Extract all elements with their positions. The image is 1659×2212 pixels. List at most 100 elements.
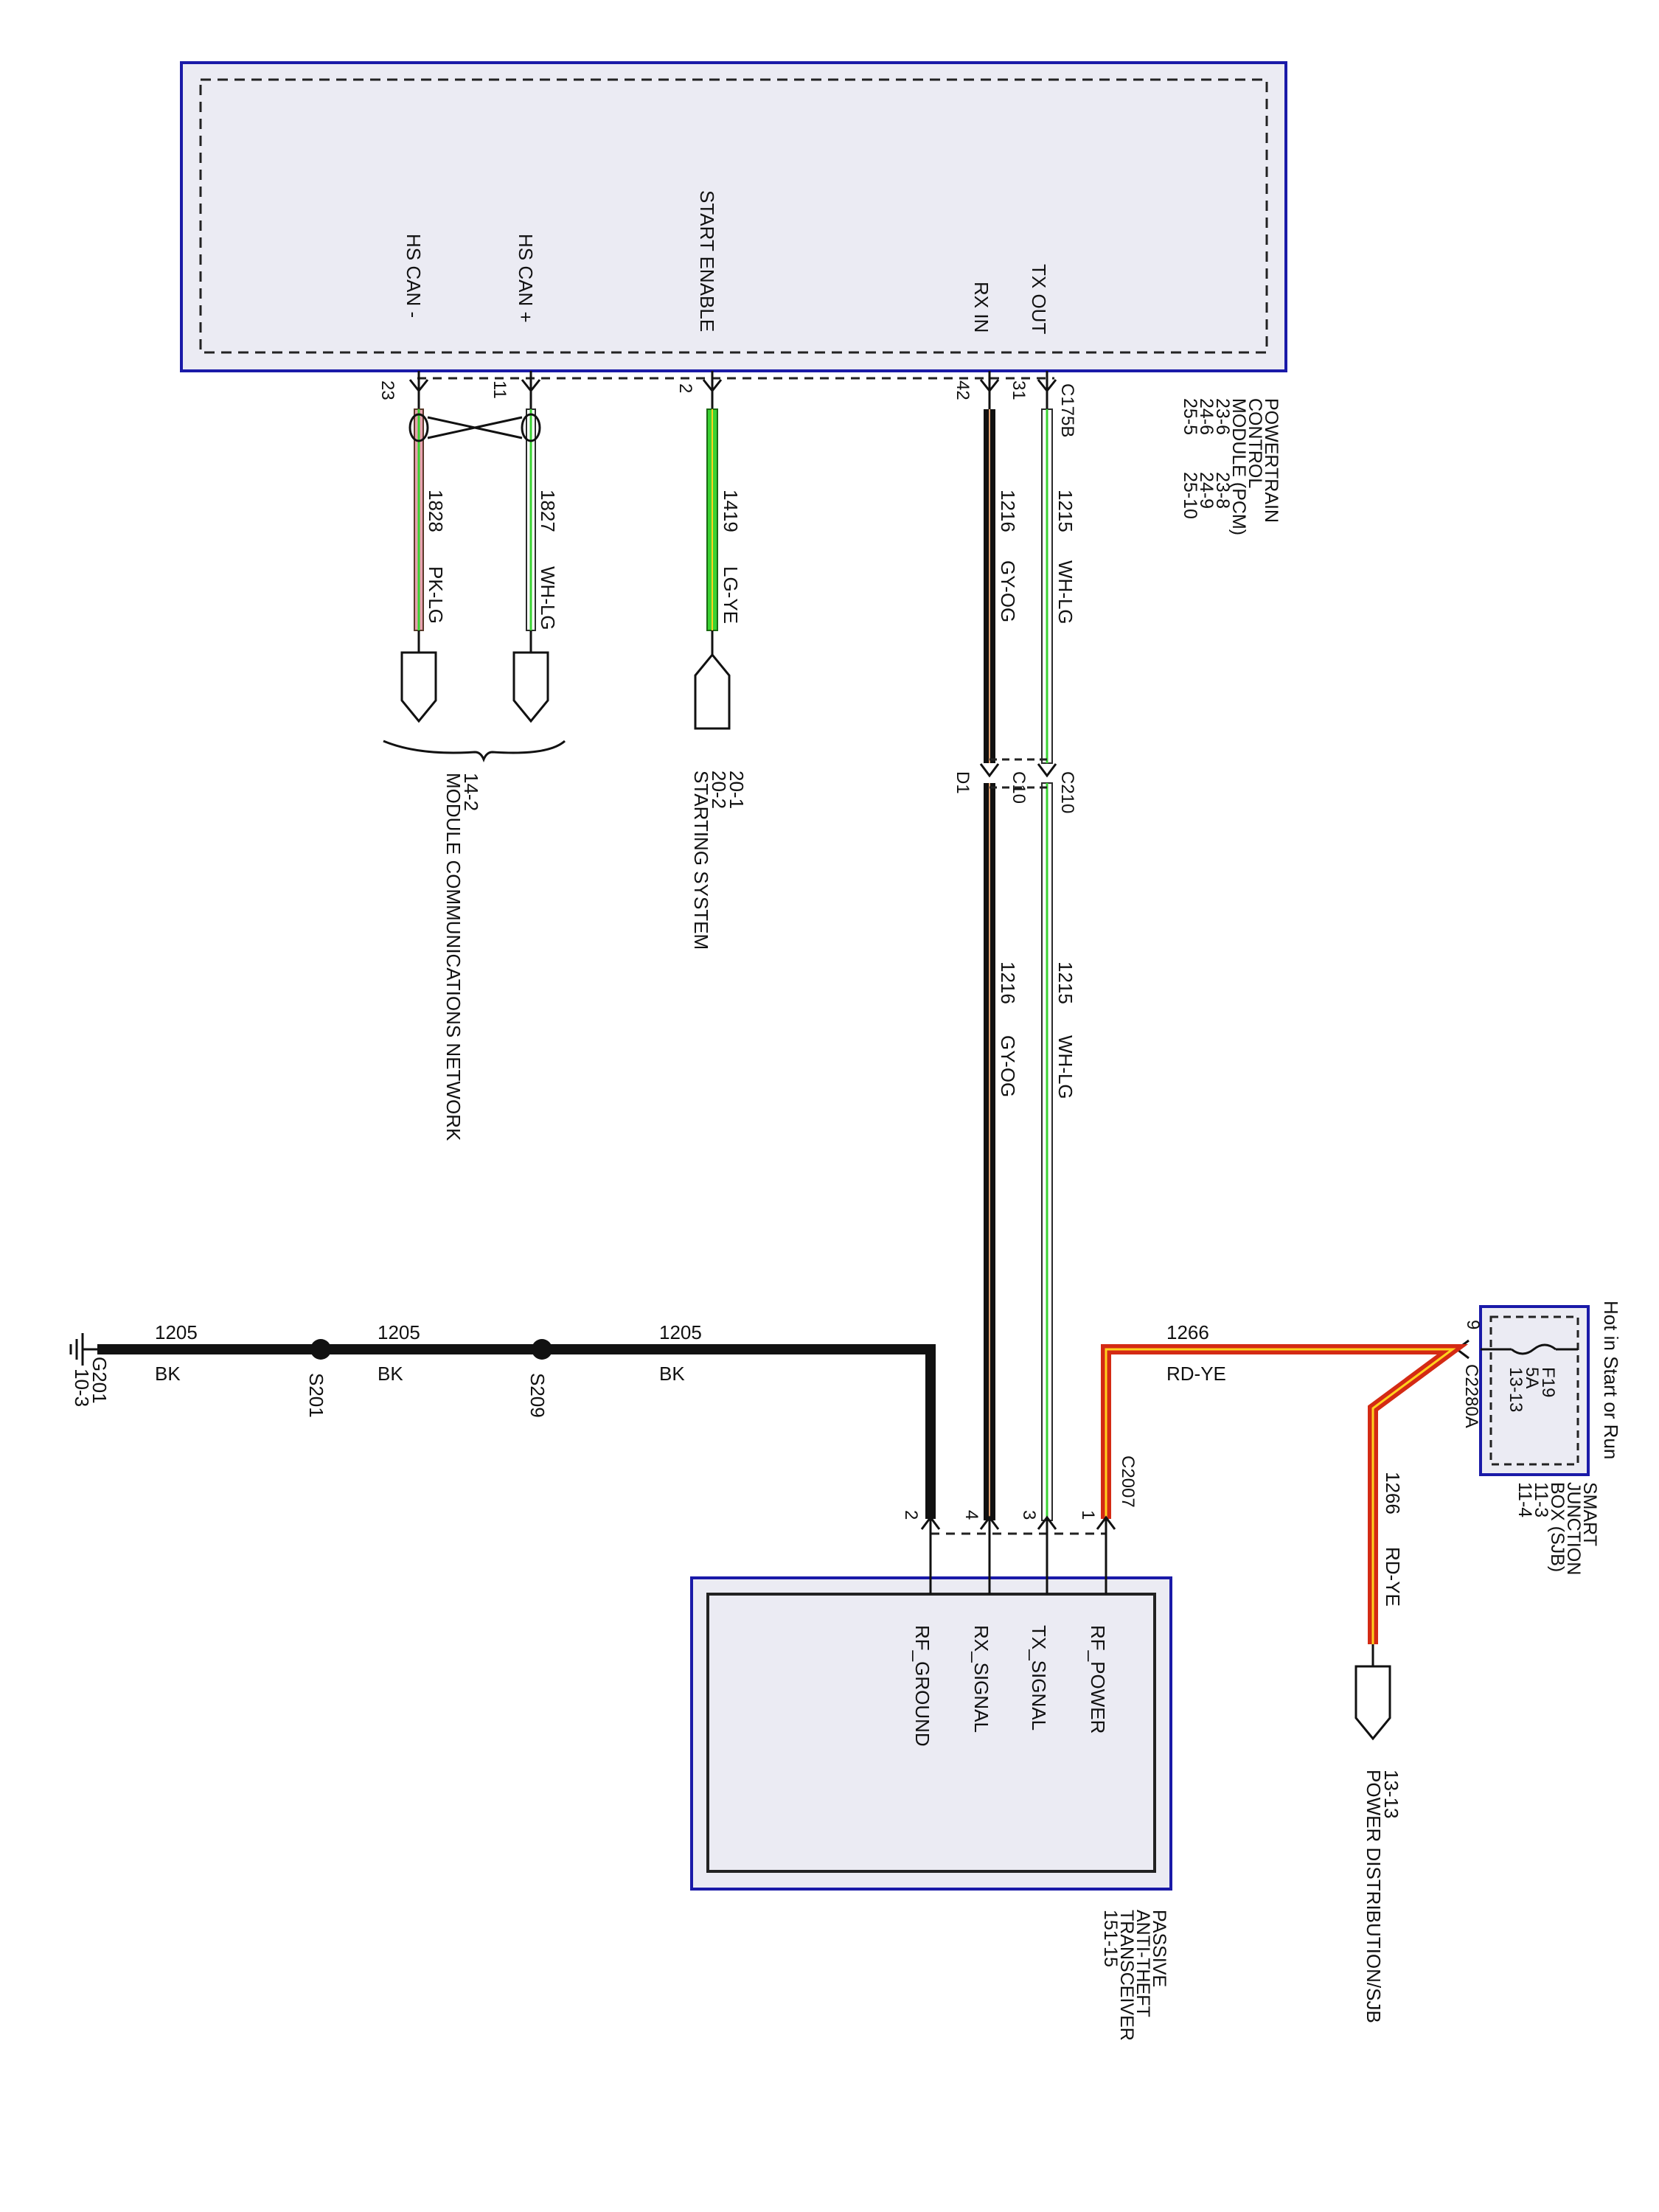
wire-1216-circuit-lower: 1216 xyxy=(997,961,1019,1004)
splice-s201-label: S201 xyxy=(305,1373,327,1418)
sjb-module-inner-dashed xyxy=(1489,1315,1579,1466)
wire-1215-circuit-lower: 1215 xyxy=(1054,961,1077,1004)
power-distribution-name: POWER DISTRIBUTION/SJB xyxy=(1363,1770,1385,2023)
pats-module-inner xyxy=(706,1593,1156,1873)
ground-ref-label: 10-3 xyxy=(71,1368,93,1407)
sjb-connector-c2280a: C2280A xyxy=(1461,1364,1481,1428)
pats-name-line-3: TRANSCEIVER xyxy=(1116,1910,1137,2041)
wire-1216-circuit-upper: 1216 xyxy=(997,490,1019,532)
wire-1215-color-lower: WH-LG xyxy=(1054,1035,1077,1099)
starting-system-connector-icon xyxy=(694,653,731,730)
ground-symbol-icon xyxy=(69,1333,97,1366)
wire-1419-color: LG-YE xyxy=(720,566,742,624)
pcm-pin-stubs xyxy=(417,371,1048,409)
inline-connector-c210-label: C210 xyxy=(1057,771,1077,813)
sjb-hot-label: Hot in Start or Run xyxy=(1600,1301,1622,1459)
wire-1419-circuit: 1419 xyxy=(720,490,742,532)
wire-1266-circuit-horizontal: 1266 xyxy=(1166,1321,1209,1343)
starting-system-ref-20-1: 20-1 xyxy=(726,771,748,809)
power-distribution-ref: 13-13 xyxy=(1380,1770,1402,1819)
sjb-name-line-3: BOX (SJB) xyxy=(1547,1482,1568,1572)
pcm-pin-number-11: 11 xyxy=(490,380,509,399)
mcn-brace-icon xyxy=(383,740,566,763)
hs-can-wire-1827: 1827 WH-LG xyxy=(526,408,559,653)
pats-ref: 151-15 xyxy=(1100,1910,1121,1967)
pcm-pin-hs-can-plus: HS CAN + xyxy=(515,234,537,323)
pcm-name-line-2: CONTROL xyxy=(1245,398,1265,488)
sjb-fuse-f19: F19 xyxy=(1538,1367,1558,1397)
pcm-ref-23-6: 23-6 xyxy=(1212,398,1233,435)
sjb-name-line-1: SMART xyxy=(1579,1482,1600,1546)
splice-s209-icon xyxy=(532,1339,552,1360)
pcm-pin-start-enable: START ENABLE xyxy=(696,190,718,332)
sjb-fuse-ref: 13-13 xyxy=(1506,1367,1526,1412)
inline-connector-d1-label: D1 xyxy=(953,771,973,794)
pats-name-line-2: ANTI-THEFT xyxy=(1133,1910,1153,2017)
starting-system-ref-20-2: 20-2 xyxy=(708,771,730,809)
power-wire-1266: 1266 RD-YE 1266 RD-YE xyxy=(1101,1321,1469,1666)
wire-1828-circuit: 1828 xyxy=(425,490,447,532)
inline-connector-c10-label: C10 xyxy=(1009,771,1029,804)
splice-s201-icon xyxy=(310,1339,331,1360)
pcm-pin-number-42: 42 xyxy=(953,380,973,400)
pcm-ref-24-6: 24-6 xyxy=(1196,398,1217,435)
pats-pin-arrow-2 xyxy=(920,1515,941,1530)
start-enable-wire-1419: 1419 LG-YE xyxy=(706,408,742,655)
tx-wire-1215: 1215 WH-LG 1215 WH-LG xyxy=(1041,408,1077,1521)
pcm-ref-24-9: 24-9 xyxy=(1196,472,1217,509)
power-distribution-connector-icon xyxy=(1354,1665,1391,1741)
pats-pin-number-2: 2 xyxy=(901,1510,921,1520)
inline-arrow-d1 xyxy=(979,763,1000,778)
pcm-name-line-3: MODULE (PCM) xyxy=(1228,398,1249,535)
wire-1828-color: PK-LG xyxy=(425,566,447,624)
pats-connector-c2007: C2007 xyxy=(1118,1455,1138,1508)
sjb-module-box xyxy=(1479,1305,1590,1476)
wire-1266-color-horizontal: RD-YE xyxy=(1166,1363,1226,1385)
pats-pin-rx-signal: RX_SIGNAL xyxy=(970,1625,992,1733)
wire-1205-color-3: BK xyxy=(659,1363,685,1385)
pats-pin-tx-signal: TX_SIGNAL xyxy=(1028,1625,1050,1731)
wire-1205-circuit-2: 1205 xyxy=(378,1321,420,1343)
pcm-module-box xyxy=(180,61,1287,372)
pats-pin-arrow-1 xyxy=(1096,1515,1116,1530)
rx-wire-1216: 1216 GY-OG 1216 GY-OG xyxy=(984,409,1019,1520)
wire-1215-circuit-upper: 1215 xyxy=(1054,490,1077,532)
pats-pin-rf-ground: RF_GROUND xyxy=(911,1625,933,1747)
fuse-icon xyxy=(1511,1343,1557,1355)
pcm-ref-25-5: 25-5 xyxy=(1180,398,1200,435)
pcm-pin-tx-out: TX OUT xyxy=(1028,264,1050,334)
splice-s209-label: S209 xyxy=(526,1373,549,1418)
wire-1216-color-upper: GY-OG xyxy=(997,560,1019,622)
pcm-pin-number-31: 31 xyxy=(1009,380,1029,400)
wire-1205-color-2: BK xyxy=(378,1363,403,1385)
ground-g201-label: G201 xyxy=(88,1357,111,1404)
mcn-ref-name: MODULE COMMUNICATIONS NETWORK xyxy=(442,773,465,1141)
ground-wire-1205: 1205 BK 1205 BK 1205 BK xyxy=(97,1321,936,1519)
wire-1266-color-vertical: RD-YE xyxy=(1382,1547,1404,1607)
hs-can-plus-connector-icon xyxy=(512,651,549,723)
starting-system-name: STARTING SYSTEM xyxy=(690,771,712,950)
pcm-ref-25-10: 25-10 xyxy=(1180,472,1200,519)
wire-1827-color: WH-LG xyxy=(537,566,559,630)
pats-pin-number-1: 1 xyxy=(1078,1510,1098,1520)
mcn-ref-number: 14-2 xyxy=(460,773,482,811)
pcm-module: HS CAN - HS CAN + START ENABLE RX IN TX … xyxy=(180,61,1287,535)
wire-1205-circuit-3: 1205 xyxy=(659,1321,702,1343)
sjb-module: F19 5A 13-13 Hot in Start or Run SMART J… xyxy=(1479,1301,1622,1575)
pcm-pin-hs-can-minus: HS CAN - xyxy=(403,234,425,318)
hs-can-wire-1828: 1828 PK-LG xyxy=(414,408,447,653)
pats-module: 2 4 3 1 C2007 RF_GROUND RX_SIGNAL TX_SIG… xyxy=(690,1455,1172,2041)
sjb-ref-11-4: 11-4 xyxy=(1514,1482,1535,1517)
pcm-pin-number-2: 2 xyxy=(675,383,695,393)
wire-1216-color-lower: GY-OG xyxy=(997,1035,1019,1097)
inline-connector-c210: C210 C10 D1 xyxy=(953,758,1077,813)
pcm-ref-23-8: 23-8 xyxy=(1212,472,1233,509)
pats-pin-number-3: 3 xyxy=(1019,1510,1039,1520)
pcm-pin-number-23: 23 xyxy=(378,380,397,400)
twisted-pair-symbol xyxy=(408,413,541,442)
wire-1205-color-1: BK xyxy=(155,1363,181,1385)
wire-1827-circuit: 1827 xyxy=(537,490,559,532)
wire-1266-circuit-vertical: 1266 xyxy=(1382,1472,1404,1514)
sjb-ref-11-3: 11-3 xyxy=(1531,1482,1551,1517)
wire-1215-color-upper: WH-LG xyxy=(1054,560,1077,625)
